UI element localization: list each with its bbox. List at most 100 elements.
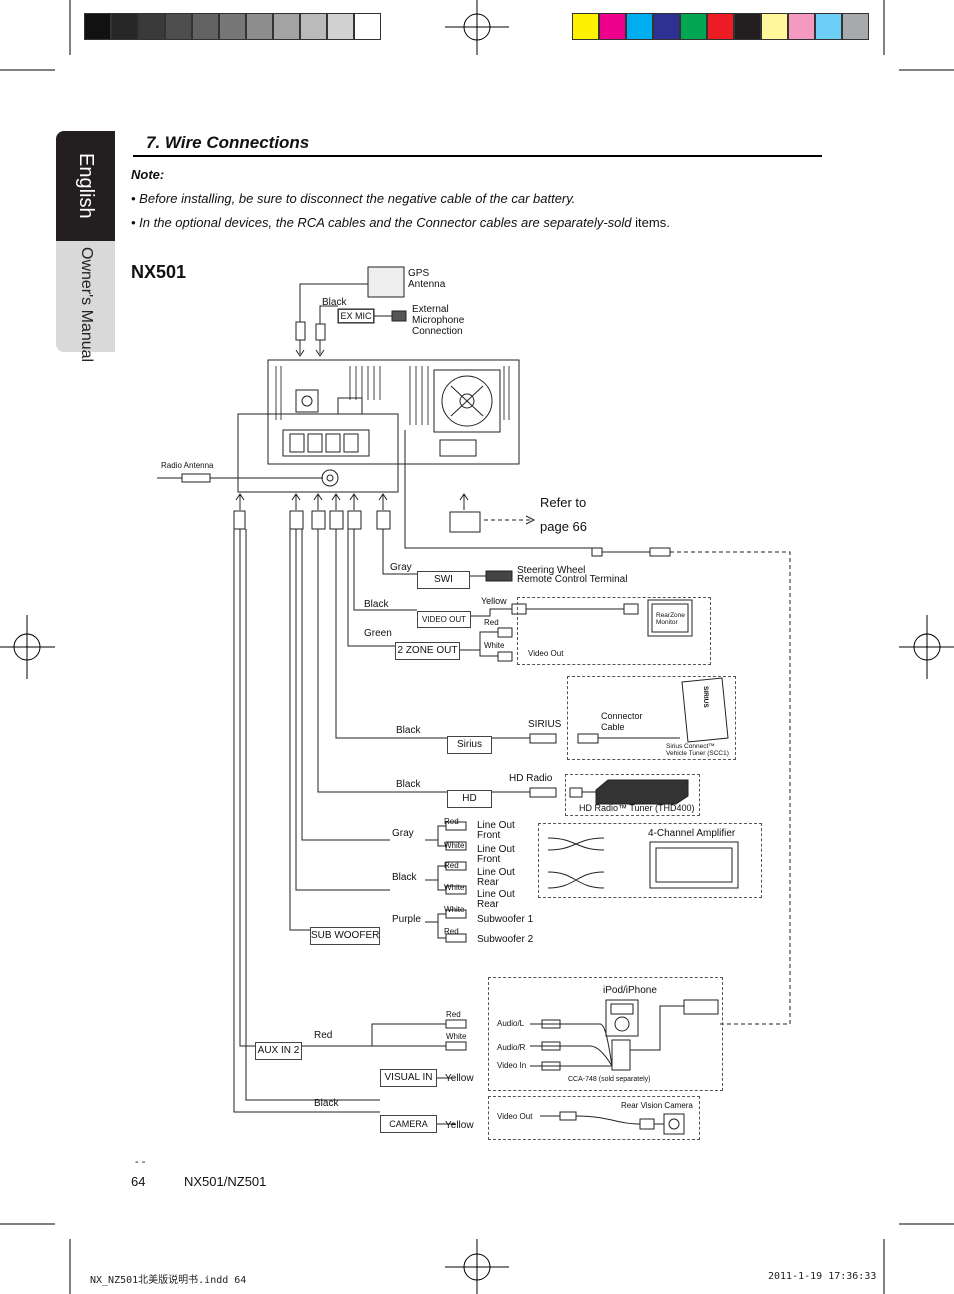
ext-mic-label: External Microphone Connection [412, 304, 465, 337]
ipod-option-box [488, 977, 723, 1091]
swi-connector: SWI [417, 571, 470, 589]
color-swatch [707, 13, 734, 40]
manual-tab [56, 241, 115, 352]
swi-description: Steering Wheel Remote Control Terminal [517, 565, 628, 585]
gray-swatch [246, 13, 273, 40]
gray-swatch [219, 13, 246, 40]
hd-wire-color: Black [396, 779, 421, 790]
color-swatch [653, 13, 680, 40]
rear-white-label: White [444, 883, 465, 892]
note-text: • In the optional devices, the RCA cable… [131, 215, 632, 230]
color-swatch [788, 13, 815, 40]
visual-in-connector: VISUAL IN [380, 1069, 437, 1087]
gray-swatch [111, 13, 138, 40]
section-title: 7. Wire Connections [146, 133, 310, 152]
gray-swatch [300, 13, 327, 40]
line-out-front-2: Line Out Front [477, 844, 515, 865]
rear-camera-label: Rear Vision Camera [621, 1101, 693, 1110]
audio-r-label: Audio/R [497, 1043, 526, 1052]
gray-swatch [354, 13, 381, 40]
page-number: 64 [131, 1174, 146, 1189]
sirius-logo: SIRIUS [702, 686, 709, 708]
language-label: English [75, 153, 97, 219]
color-swatch [599, 13, 626, 40]
subwoofer-1-label: Subwoofer 1 [477, 914, 534, 925]
aux-in-2-connector: AUX IN 2 [255, 1042, 302, 1060]
gray-swatch [273, 13, 300, 40]
color-swatch [626, 13, 653, 40]
gray-swatch [192, 13, 219, 40]
camera-option-box [488, 1096, 700, 1140]
sirius-tuner-label: Sirius Connect™ Vehicle Tuner (SCC1) [666, 743, 729, 757]
color-swatch [572, 13, 599, 40]
footer-model: NX501/NZ501 [184, 1174, 267, 1189]
sirius-connector: Sirius [447, 736, 492, 754]
audio-l-label: Audio/L [497, 1019, 525, 1028]
aux-white-label: White [446, 1032, 467, 1041]
refer-page: page 66 [540, 519, 587, 534]
hd-connector: HD [447, 790, 492, 808]
rearzone-monitor-label: RearZone Monitor [656, 612, 685, 626]
language-tab [56, 131, 115, 241]
sub-red-label: Red [444, 927, 459, 936]
front-red-label: Red [444, 817, 459, 826]
gray-swatch [165, 13, 192, 40]
hd-option-box [565, 774, 700, 816]
gray-swatch [138, 13, 165, 40]
color-swatch [815, 13, 842, 40]
model-label: NX501 [131, 262, 187, 282]
subwoofer-2-label: Subwoofer 2 [477, 934, 534, 945]
aux-red-label: Red [446, 1010, 461, 1019]
mic-wire-color: Black [322, 297, 347, 308]
line-out-rear-1: Line Out Rear [477, 867, 515, 888]
footer-dash: - - [135, 1156, 146, 1168]
manual-label: Owner's Manual [78, 247, 95, 363]
visual-in-plug-color: Yellow [445, 1073, 474, 1084]
camera-wire-color: Black [314, 1098, 339, 1109]
amp-option-box [538, 823, 762, 898]
cca-label: CCA-748 (sold separately) [568, 1076, 651, 1083]
aux-wire-color: Red [314, 1030, 333, 1041]
gray-swatch [327, 13, 354, 40]
note-item-1: • Before installing, be sure to disconne… [131, 191, 575, 206]
amplifier-label: 4-Channel Amplifier [648, 828, 736, 839]
gray-swatch [84, 13, 111, 40]
gps-antenna-label: GPS Antenna [408, 268, 446, 290]
color-swatch [842, 13, 869, 40]
zone2-wire-color: Green [364, 628, 392, 639]
front-white-label: White [444, 841, 465, 850]
subwoofer-connector: SUB WOOFER [310, 927, 380, 945]
rear-red-label: Red [444, 861, 459, 870]
radio-antenna-label: Radio Antenna [161, 461, 214, 470]
video-in-label: Video In [497, 1061, 527, 1070]
note-tail: items. [631, 215, 670, 230]
sub-wire-color: Purple [392, 914, 421, 925]
video-out-plug-color: Yellow [481, 596, 507, 606]
video-out-wire-color: Black [364, 599, 389, 610]
indd-slug-file: NX_NZ501北美版说明书.indd 64 [90, 1275, 247, 1286]
rearzone-video-out-label: Video Out [528, 649, 564, 658]
zone2-red-label: Red [484, 618, 499, 627]
line-out-front-1: Line Out Front [477, 820, 515, 841]
lineout-front-wire-color: Gray [392, 828, 414, 839]
sirius-cable-label: Connector Cable [601, 711, 643, 732]
color-swatch [680, 13, 707, 40]
note-heading: Note: [131, 167, 165, 182]
zone2-white-label: White [484, 641, 505, 650]
note-item-2: • In the optional devices, the RCA cable… [131, 215, 670, 230]
indd-slug-date: 2011-1-19 17:36:33 [768, 1271, 877, 1282]
lineout-rear-wire-color: Black [392, 872, 417, 883]
sirius-wire-color: Black [396, 725, 421, 736]
title-rule [133, 155, 822, 157]
note-text: • Before installing, be sure to disconne… [131, 191, 576, 206]
ex-mic-connector: EX MIC [338, 309, 374, 323]
video-out-connector: VIDEO OUT [417, 611, 471, 628]
sirius-plug-label: SIRIUS [528, 719, 562, 730]
hd-plug-label: HD Radio [509, 773, 553, 784]
zone2-connector: 2 ZONE OUT [395, 642, 460, 660]
camera-video-out-label: Video Out [497, 1112, 533, 1121]
camera-connector: CAMERA [380, 1115, 437, 1133]
ipod-label: iPod/iPhone [603, 985, 657, 996]
